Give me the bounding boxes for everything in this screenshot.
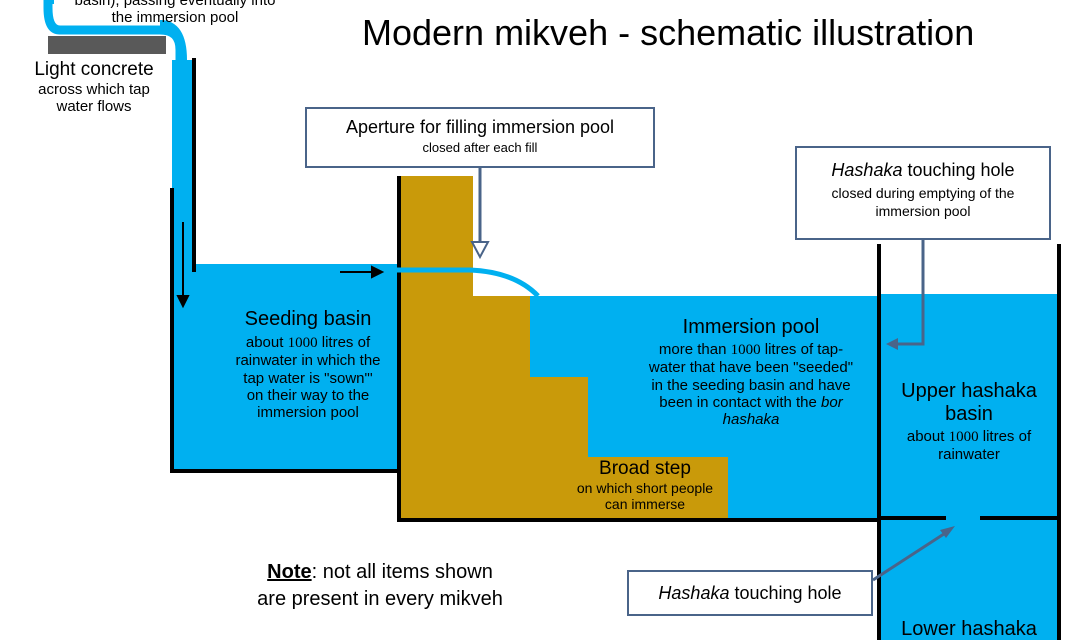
lower-hole-arrowhead xyxy=(940,526,955,538)
aperture-callout: Aperture for filling immersion pool clos… xyxy=(305,107,655,168)
callout-arrows xyxy=(478,168,951,582)
hashaka-upper-title-italic: Hashaka xyxy=(831,160,903,180)
upper-hashaka-l1-num: 1000 xyxy=(948,429,979,445)
seeding-l4: on their way to the xyxy=(246,386,370,404)
immersion-l1-num: 1000 xyxy=(730,342,761,358)
light-concrete-label: Light concrete across which tap water fl… xyxy=(14,59,174,115)
upper-hashaka-l1-post: litres of xyxy=(978,428,1032,445)
upper-hashaka-l1-pre: about xyxy=(906,428,949,445)
pipe-caption-line2: the immersion pool xyxy=(111,9,239,27)
note: Note: not all items shown are present in… xyxy=(220,561,540,611)
note-bold: Note xyxy=(267,561,312,583)
pipe-caption-line1: basin), passing eventually into xyxy=(74,0,276,9)
aperture-sub: closed after each fill xyxy=(422,139,538,155)
seeding-l5: immersion pool xyxy=(257,404,359,421)
note-rest: : not all items shown xyxy=(311,561,493,583)
seeding-l3: tap water is "sown"' xyxy=(243,369,373,387)
flow-arrows xyxy=(176,222,385,309)
note-line2: are present in every mikveh xyxy=(257,588,503,610)
upper-hashaka-l2: rainwater xyxy=(938,446,1000,464)
hashaka-lower-callout: Hashaka touching hole xyxy=(627,570,873,616)
hashaka-upper-callout: Hashaka touching hole closed during empt… xyxy=(795,146,1051,240)
seeding-l1-post: litres of xyxy=(317,334,371,351)
walls xyxy=(170,58,1061,640)
concrete-steps xyxy=(399,176,728,518)
upper-hashaka-label: Upper hashaka basin about 1000 litres of… xyxy=(880,380,1058,464)
seeding-l2: rainwater in which the xyxy=(235,352,381,370)
light-concrete-sub1: across which tap xyxy=(38,80,150,98)
hashaka-upper-title-rest: touching hole xyxy=(902,160,1015,180)
aperture-opening xyxy=(473,269,538,296)
seeding-basin-title: Seeding basin xyxy=(244,308,372,330)
immersion-l1-post: litres of tap- xyxy=(760,341,844,358)
lower-hashaka-water xyxy=(879,518,1059,640)
broad-step-label: Broad step on which short people can imm… xyxy=(560,458,730,512)
tap-water-channel xyxy=(172,60,194,270)
immersion-l2: water that have been "seeded" xyxy=(648,359,854,377)
seeding-l1-num: 1000 xyxy=(287,335,318,351)
light-concrete-title: Light concrete xyxy=(34,59,154,80)
broad-step-sub1: on which short people xyxy=(576,479,714,496)
aperture-title: Aperture for filling immersion pool xyxy=(345,117,615,137)
lower-hashaka-label: Lower hashaka xyxy=(901,618,1037,640)
light-concrete-slab xyxy=(48,36,166,54)
upper-hashaka-title2: basin xyxy=(945,403,993,425)
immersion-title: Immersion pool xyxy=(682,316,820,338)
hashaka-upper-sub1: closed during emptying of the xyxy=(831,184,1015,201)
immersion-l3: in the seeding basin and have xyxy=(651,376,851,394)
seeding-basin-water xyxy=(172,264,400,471)
upper-hashaka-water xyxy=(879,294,1059,518)
aperture-arrowhead xyxy=(470,241,490,260)
immersion-l4-italic: bor xyxy=(821,393,843,411)
seeding-l1-pre: about xyxy=(245,334,288,351)
pipe-top xyxy=(43,0,185,62)
pipe-caption: basin), passing eventually into the imme… xyxy=(60,0,290,27)
immersion-pool-label: Immersion pool more than 1000 litres of … xyxy=(616,316,886,428)
page-title: Modern mikveh - schematic illustration xyxy=(362,12,975,53)
upper-hashaka-title1: Upper hashaka xyxy=(901,380,1037,402)
seeding-basin-label: Seeding basin about 1000 litres of rainw… xyxy=(208,308,408,421)
immersion-l4-pre: been in contact with the xyxy=(659,393,822,411)
flow-arc xyxy=(370,267,540,298)
broad-step-title: Broad step xyxy=(599,458,691,479)
immersion-l5-italic: hashaka xyxy=(722,411,780,428)
light-concrete-sub2: water flows xyxy=(56,98,132,116)
hashaka-lower-title-rest: touching hole xyxy=(729,583,842,603)
upper-hole-arrowhead xyxy=(886,338,898,350)
hashaka-lower-title-italic: Hashaka xyxy=(658,583,730,603)
immersion-l1-pre: more than xyxy=(658,341,731,358)
broad-step-sub2: can immerse xyxy=(604,495,686,512)
hashaka-upper-sub2: immersion pool xyxy=(875,202,971,219)
